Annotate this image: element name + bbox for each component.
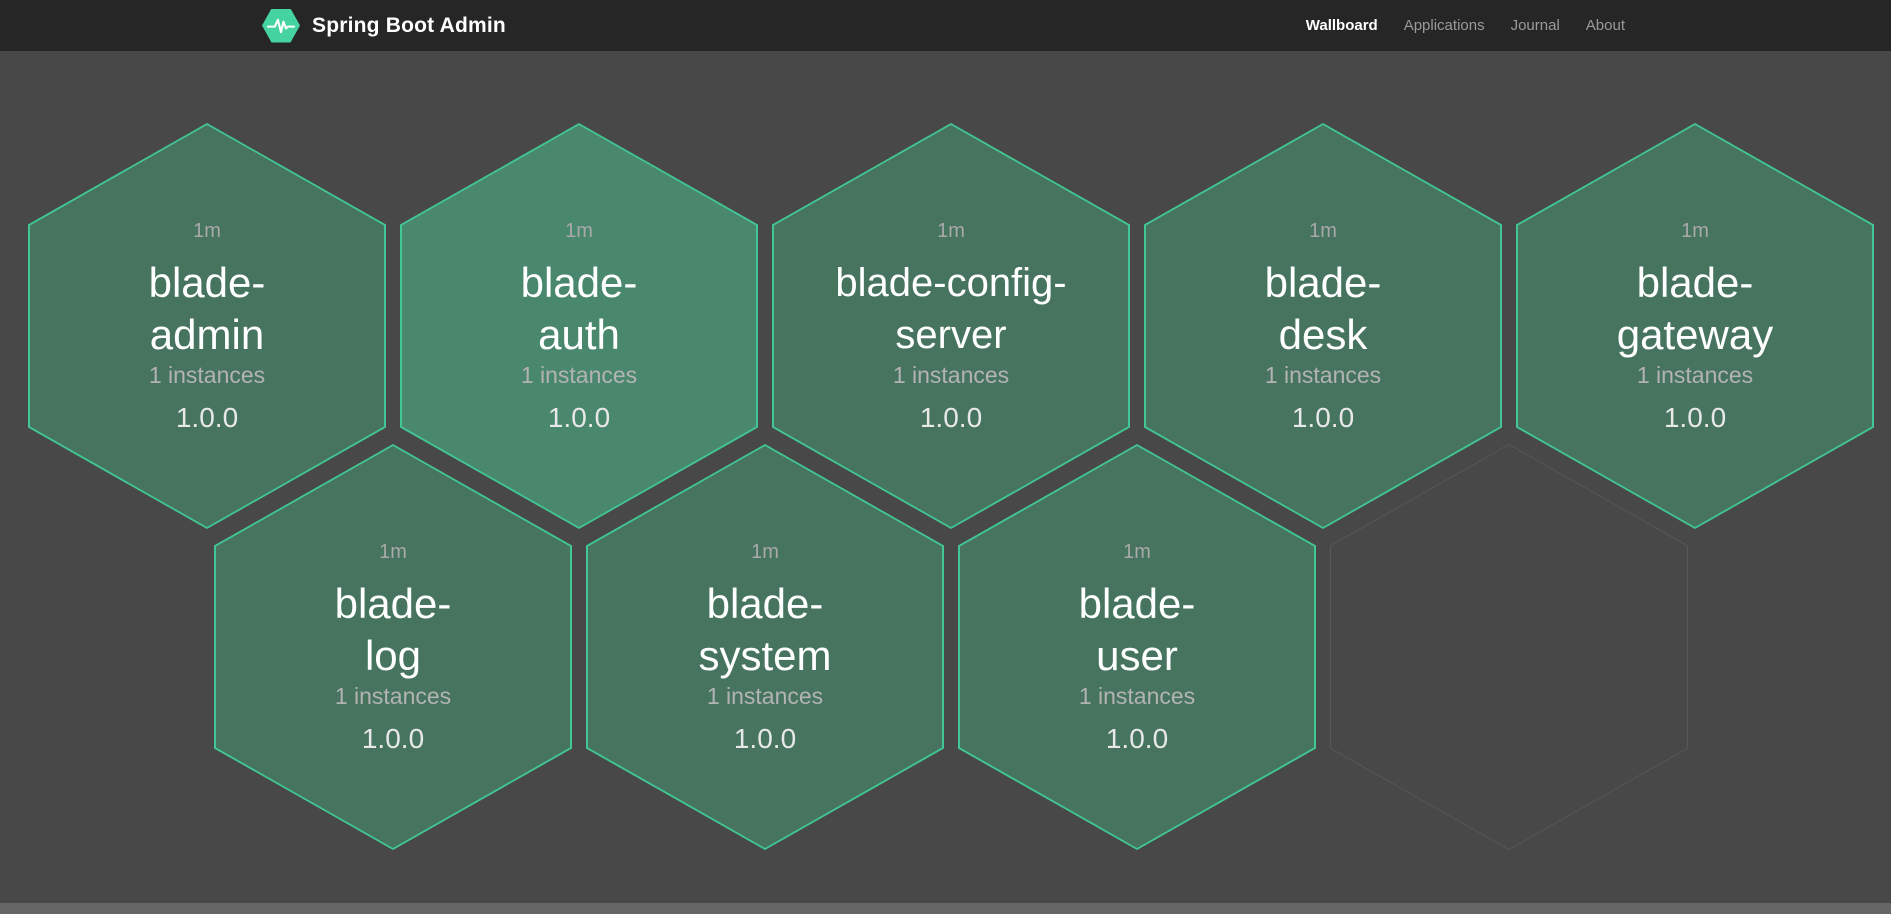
hexagon-content: 1m blade-config- server 1 instances 1.0.… (772, 123, 1130, 529)
app-title: Spring Boot Admin (312, 13, 506, 37)
app-version: 1.0.0 (175, 402, 239, 433)
hexagon-content: 1m blade- system 1 instances 1.0.0 (586, 444, 944, 850)
pulse-hexagon-icon (262, 8, 300, 43)
hexagon-fill (1518, 125, 1872, 527)
app-hexagon-blade-desk[interactable]: 1m blade- desk 1 instances 1.0.0 (1144, 123, 1502, 529)
app-name: blade-config- server (835, 257, 1066, 361)
app-version: 1.0.0 (1291, 402, 1355, 433)
app-instances: 1 instances (334, 683, 452, 709)
hexagon-fill (960, 446, 1314, 848)
hexagon-content: 1m blade- log 1 instances 1.0.0 (214, 444, 572, 850)
hexagon-content: 1m blade- desk 1 instances 1.0.0 (1144, 123, 1502, 529)
horizontal-scrollbar[interactable] (0, 903, 1891, 914)
nav-about[interactable]: About (1585, 17, 1625, 34)
hexagon-fill (1146, 125, 1500, 527)
app-version: 1.0.0 (733, 723, 797, 754)
app-name-line: auth (538, 311, 620, 358)
app-name: blade- desk (1265, 257, 1382, 361)
app-name: blade- system (698, 578, 831, 682)
app-name-line: system (698, 632, 832, 679)
brand[interactable]: Spring Boot Admin (262, 0, 506, 51)
app-name-line: log (364, 632, 422, 679)
app-uptime: 1m (751, 541, 779, 563)
nav-wallboard[interactable]: Wallboard (1305, 17, 1378, 34)
hexagon-content: 1m blade- admin 1 instances 1.0.0 (28, 123, 386, 529)
app-name-line: blade- (1078, 580, 1196, 627)
app-uptime: 1m (1309, 220, 1337, 242)
app-name: blade- gateway (1617, 257, 1773, 361)
app-name-line: blade- (148, 259, 266, 306)
hexagon-fill (402, 125, 756, 527)
app-version: 1.0.0 (919, 402, 983, 433)
app-instances: 1 instances (148, 362, 266, 388)
hexagon-content: 1m blade- auth 1 instances 1.0.0 (400, 123, 758, 529)
hexagon-content: 1m blade- gateway 1 instances 1.0.0 (1516, 123, 1874, 529)
app-instances: 1 instances (1636, 362, 1754, 388)
app-name-line: admin (149, 311, 265, 358)
main-nav: Wallboard Applications Journal About (1306, 0, 1625, 51)
app-version: 1.0.0 (1663, 402, 1727, 433)
app-name: blade- admin (149, 257, 266, 361)
app-uptime: 1m (379, 541, 407, 563)
hexagon-fill (216, 446, 570, 848)
app-name-line: user (1096, 632, 1178, 679)
app-hexagon-blade-user[interactable]: 1m blade- user 1 instances 1.0.0 (958, 444, 1316, 850)
app-hexagon-blade-config-server[interactable]: 1m blade-config- server 1 instances 1.0.… (772, 123, 1130, 529)
pulse-line-icon (266, 18, 296, 33)
app-name: blade- auth (521, 257, 638, 361)
hexagon-fill (588, 446, 942, 848)
app-version: 1.0.0 (1105, 723, 1169, 754)
app-instances: 1 instances (1264, 362, 1382, 388)
app-uptime: 1m (1681, 220, 1709, 242)
app-hexagon-blade-log[interactable]: 1m blade- log 1 instances 1.0.0 (214, 444, 572, 850)
nav-applications[interactable]: Applications (1403, 17, 1485, 34)
app-name-line: desk (1278, 311, 1368, 358)
app-name-line: blade- (334, 580, 452, 627)
wallboard: 1m blade- admin 1 instances 1.0.0 1m bla… (0, 51, 1891, 914)
app-version: 1.0.0 (547, 402, 611, 433)
app-uptime: 1m (937, 220, 965, 242)
app-name-line: gateway (1616, 311, 1774, 358)
app-hexagon-blade-gateway[interactable]: 1m blade- gateway 1 instances 1.0.0 (1516, 123, 1874, 529)
app-name: blade- user (1079, 578, 1196, 682)
app-name-line: blade- (520, 259, 638, 306)
hexagon-fill (1331, 445, 1687, 849)
app-hexagon-blade-auth[interactable]: 1m blade- auth 1 instances 1.0.0 (400, 123, 758, 529)
app-uptime: 1m (1123, 541, 1151, 563)
top-navbar: Spring Boot Admin Wallboard Applications… (0, 0, 1891, 51)
app-name-line: server (895, 313, 1007, 357)
empty-hexagon-slot (1330, 444, 1688, 850)
app-name-line: blade- (706, 580, 824, 627)
nav-journal[interactable]: Journal (1510, 17, 1560, 34)
app-instances: 1 instances (1078, 683, 1196, 709)
app-instances: 1 instances (706, 683, 824, 709)
app-instances: 1 instances (892, 362, 1010, 388)
app-name-line: blade- (1636, 259, 1754, 306)
app-uptime: 1m (565, 220, 593, 242)
app-name: blade- log (335, 578, 452, 682)
app-uptime: 1m (193, 220, 221, 242)
app-instances: 1 instances (520, 362, 638, 388)
hexagon-fill (30, 125, 384, 527)
hexagon-fill (774, 125, 1128, 527)
app-name-line: blade-config- (835, 261, 1067, 305)
app-hexagon-blade-admin[interactable]: 1m blade- admin 1 instances 1.0.0 (28, 123, 386, 529)
app-name-line: blade- (1264, 259, 1382, 306)
app-hexagon-blade-system[interactable]: 1m blade- system 1 instances 1.0.0 (586, 444, 944, 850)
hexagon-content: 1m blade- user 1 instances 1.0.0 (958, 444, 1316, 850)
app-version: 1.0.0 (361, 723, 425, 754)
